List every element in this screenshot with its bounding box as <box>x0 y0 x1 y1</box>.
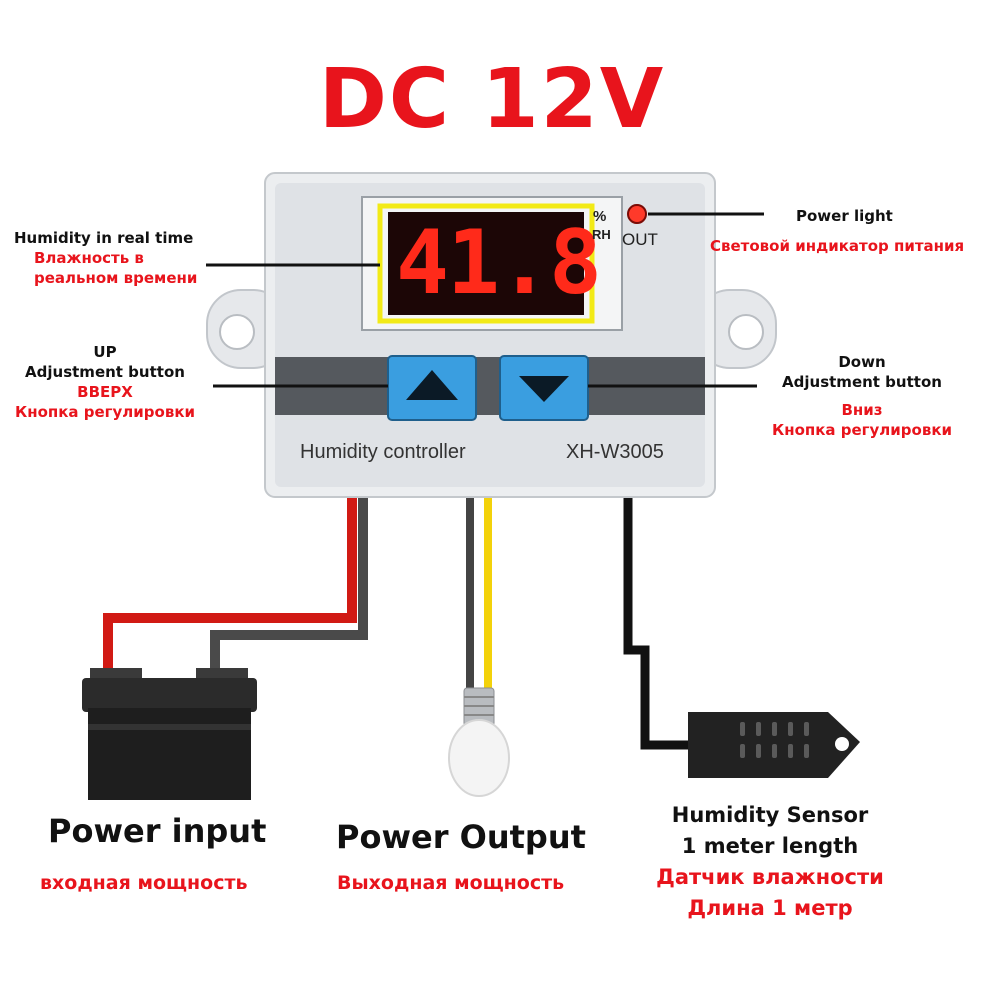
unit-rh: RH <box>592 227 611 242</box>
power-light-ru: Световой индикатор питания <box>710 237 965 255</box>
red-wire <box>103 495 357 672</box>
sensor-hole <box>835 737 849 751</box>
down-button-en-1: Down <box>838 353 886 371</box>
display-value: 41.8 <box>396 211 602 314</box>
device-model-label: XH-W3005 <box>566 441 664 463</box>
black-wire <box>210 495 368 672</box>
battery-body <box>88 708 251 800</box>
power-output-ru: Выходная мощность <box>337 872 565 894</box>
unit-percent: % <box>593 208 607 225</box>
humidity-realtime-ru-2: реальном времени <box>34 269 198 287</box>
out-label: OUT <box>622 230 658 249</box>
humidity-realtime-en: Humidity in real time <box>14 229 194 247</box>
down-arrow-icon <box>519 376 569 402</box>
up-arrow-icon <box>406 370 458 400</box>
sensor-en-1: Humidity Sensor <box>671 803 869 827</box>
down-button-en-2: Adjustment button <box>782 373 942 391</box>
battery-lid <box>82 678 257 712</box>
up-button-en-2: Adjustment button <box>25 363 185 381</box>
power-led <box>627 204 647 224</box>
device-name-label: Humidity controller <box>300 441 466 463</box>
humidity-realtime-label: Humidity in real time Влажность в реальн… <box>14 228 197 288</box>
down-button-ru-1: Вниз <box>841 401 883 419</box>
sensor-ru-1: Датчик влажности <box>656 865 884 889</box>
up-button-label: UP Adjustment button ВВЕРХ Кнопка регули… <box>0 342 210 422</box>
sensor-cable <box>623 497 688 750</box>
up-button-ru-1: ВВЕРХ <box>77 383 133 401</box>
sensor-label: Humidity Sensor 1 meter length Датчик вл… <box>630 800 910 924</box>
sensor-en-2: 1 meter length <box>681 834 859 858</box>
up-button-en-1: UP <box>93 343 117 361</box>
power-light-en: Power light <box>796 207 893 225</box>
power-input-ru: входная мощность <box>40 872 248 894</box>
sensor-ru-2: Длина 1 метр <box>687 896 853 920</box>
power-output-en: Power Output <box>336 818 586 856</box>
led-display <box>388 212 584 315</box>
power-input-en: Power input <box>48 812 267 850</box>
bulb-glass <box>448 719 510 797</box>
left-mount-hole <box>219 314 255 350</box>
up-button-ru-2: Кнопка регулировки <box>14 403 196 421</box>
headline: DC 12V <box>318 52 666 147</box>
right-mount-hole <box>728 314 764 350</box>
sensor-vents <box>740 722 809 758</box>
down-button-label: Down Adjustment button Вниз Кнопка регул… <box>762 352 962 440</box>
down-button-ru-2: Кнопка регулировки <box>771 421 953 439</box>
humidity-realtime-ru-1: Влажность в <box>34 249 144 267</box>
